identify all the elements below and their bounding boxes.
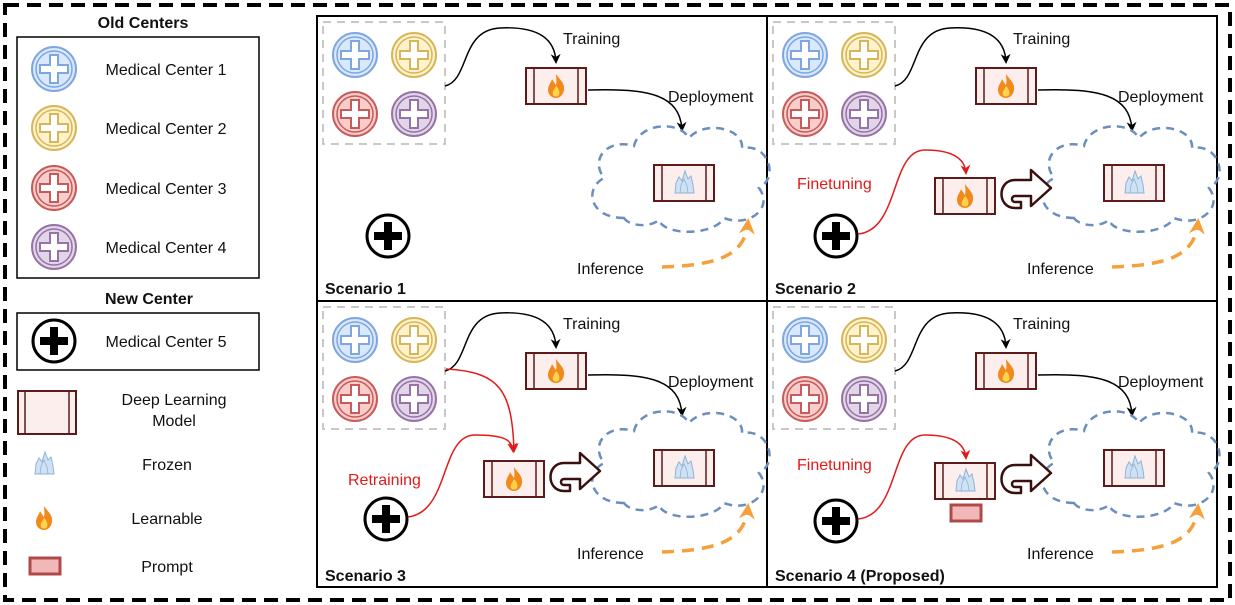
retraining-label: Retraining bbox=[348, 472, 421, 489]
old-centers-group bbox=[323, 22, 445, 144]
old-centers-title: Old Centers bbox=[98, 15, 189, 32]
medical-center-5-icon bbox=[31, 318, 77, 364]
finetune-model bbox=[935, 178, 995, 214]
training-label: Training bbox=[563, 31, 620, 48]
finetuning-label: Finetuning bbox=[797, 457, 872, 474]
training-arrow bbox=[444, 27, 561, 87]
new-center-icon bbox=[363, 496, 409, 542]
training-label: Training bbox=[563, 316, 620, 333]
frozen-model bbox=[654, 165, 714, 201]
inference-arrow bbox=[661, 503, 755, 554]
learnable-model bbox=[526, 68, 586, 104]
u-turn-arrow bbox=[1000, 168, 1053, 210]
new-center-icon bbox=[813, 498, 859, 544]
prompt-frozen-model bbox=[935, 463, 995, 499]
new-center-icon bbox=[813, 213, 859, 259]
inference-label: Inference bbox=[577, 546, 644, 563]
deployment-label: Deployment bbox=[668, 89, 754, 106]
frozen-ice-icon bbox=[34, 451, 55, 475]
learnable-flame-icon bbox=[36, 506, 53, 530]
training-arrow bbox=[894, 27, 1011, 87]
deployment-arrow bbox=[587, 373, 687, 417]
prompt-block bbox=[949, 503, 983, 523]
medical-center-1-icon bbox=[31, 46, 77, 92]
old-centers-group bbox=[773, 22, 895, 144]
legend-learnable-label: Learnable bbox=[131, 511, 202, 528]
finetuning-arrow bbox=[857, 149, 971, 235]
finetuning-label: Finetuning bbox=[797, 176, 872, 193]
scenario-4: Training Deployment Finetuning Inference… bbox=[773, 307, 1221, 585]
outer-border bbox=[3, 3, 1232, 602]
retraining-arrow bbox=[407, 434, 518, 518]
inference-arrow bbox=[1111, 503, 1205, 554]
legend-frozen-label: Frozen bbox=[142, 457, 192, 474]
medical-center-1-label: Medical Center 1 bbox=[106, 62, 227, 79]
legend: Old Centers Medical Center 1 Medical Cen… bbox=[16, 15, 260, 576]
medical-center-5-label: Medical Center 5 bbox=[106, 334, 227, 351]
medical-center-2-label: Medical Center 2 bbox=[106, 121, 227, 138]
old-retraining-arrow bbox=[445, 368, 519, 453]
old-centers-group bbox=[773, 307, 895, 429]
legend-model-icon bbox=[17, 390, 77, 435]
scenario-3-title: Scenario 3 bbox=[325, 568, 406, 585]
deployment-arrow bbox=[1037, 88, 1137, 132]
training-label: Training bbox=[1013, 31, 1070, 48]
frozen-model bbox=[654, 450, 714, 486]
inference-label: Inference bbox=[1027, 546, 1094, 563]
old-centers-box bbox=[16, 36, 260, 279]
deployment-arrow bbox=[587, 88, 687, 132]
medical-center-4-icon bbox=[31, 224, 77, 270]
frozen-model bbox=[1104, 450, 1164, 486]
scenario-2: Training Deployment Finetuning Inference… bbox=[773, 22, 1221, 298]
learnable-model bbox=[976, 68, 1036, 104]
deployment-arrow bbox=[1037, 373, 1137, 417]
inference-label: Inference bbox=[1027, 261, 1094, 278]
retrain-model bbox=[484, 461, 544, 497]
new-center-box bbox=[16, 312, 260, 371]
old-centers-group bbox=[323, 307, 445, 429]
new-center-icon bbox=[365, 213, 411, 259]
legend-prompt-label: Prompt bbox=[141, 559, 193, 576]
legend-model-label-2: Model bbox=[152, 413, 196, 430]
finetuning-arrow bbox=[857, 434, 971, 520]
training-arrow bbox=[894, 312, 1011, 372]
scenario-1: Training Deployment Inference Scenario 1 bbox=[323, 22, 771, 298]
frozen-model bbox=[1104, 165, 1164, 201]
medical-center-2-icon bbox=[31, 105, 77, 151]
prompt-icon bbox=[28, 556, 62, 576]
training-arrow bbox=[444, 312, 561, 372]
u-turn-arrow bbox=[1000, 453, 1053, 495]
inference-arrow bbox=[661, 218, 755, 269]
medical-center-3-icon bbox=[31, 165, 77, 211]
scenario-4-title: Scenario 4 (Proposed) bbox=[775, 568, 945, 585]
learnable-model bbox=[526, 353, 586, 389]
scenario-3: Training Deployment Retraining Inference… bbox=[323, 307, 771, 585]
inference-arrow bbox=[1111, 218, 1205, 269]
new-center-title: New Center bbox=[105, 291, 193, 308]
scenario-1-title: Scenario 1 bbox=[325, 281, 406, 298]
training-label: Training bbox=[1013, 316, 1070, 333]
inference-label: Inference bbox=[577, 261, 644, 278]
scenario-2-title: Scenario 2 bbox=[775, 281, 856, 298]
legend-model-label-1: Deep Learning bbox=[122, 392, 227, 409]
medical-center-3-label: Medical Center 3 bbox=[106, 181, 227, 198]
deployment-label: Deployment bbox=[1118, 89, 1204, 106]
u-turn-arrow bbox=[549, 451, 602, 493]
deployment-label: Deployment bbox=[1118, 374, 1204, 391]
medical-center-4-label: Medical Center 4 bbox=[106, 240, 227, 257]
learnable-model bbox=[976, 353, 1036, 389]
deployment-label: Deployment bbox=[668, 374, 754, 391]
